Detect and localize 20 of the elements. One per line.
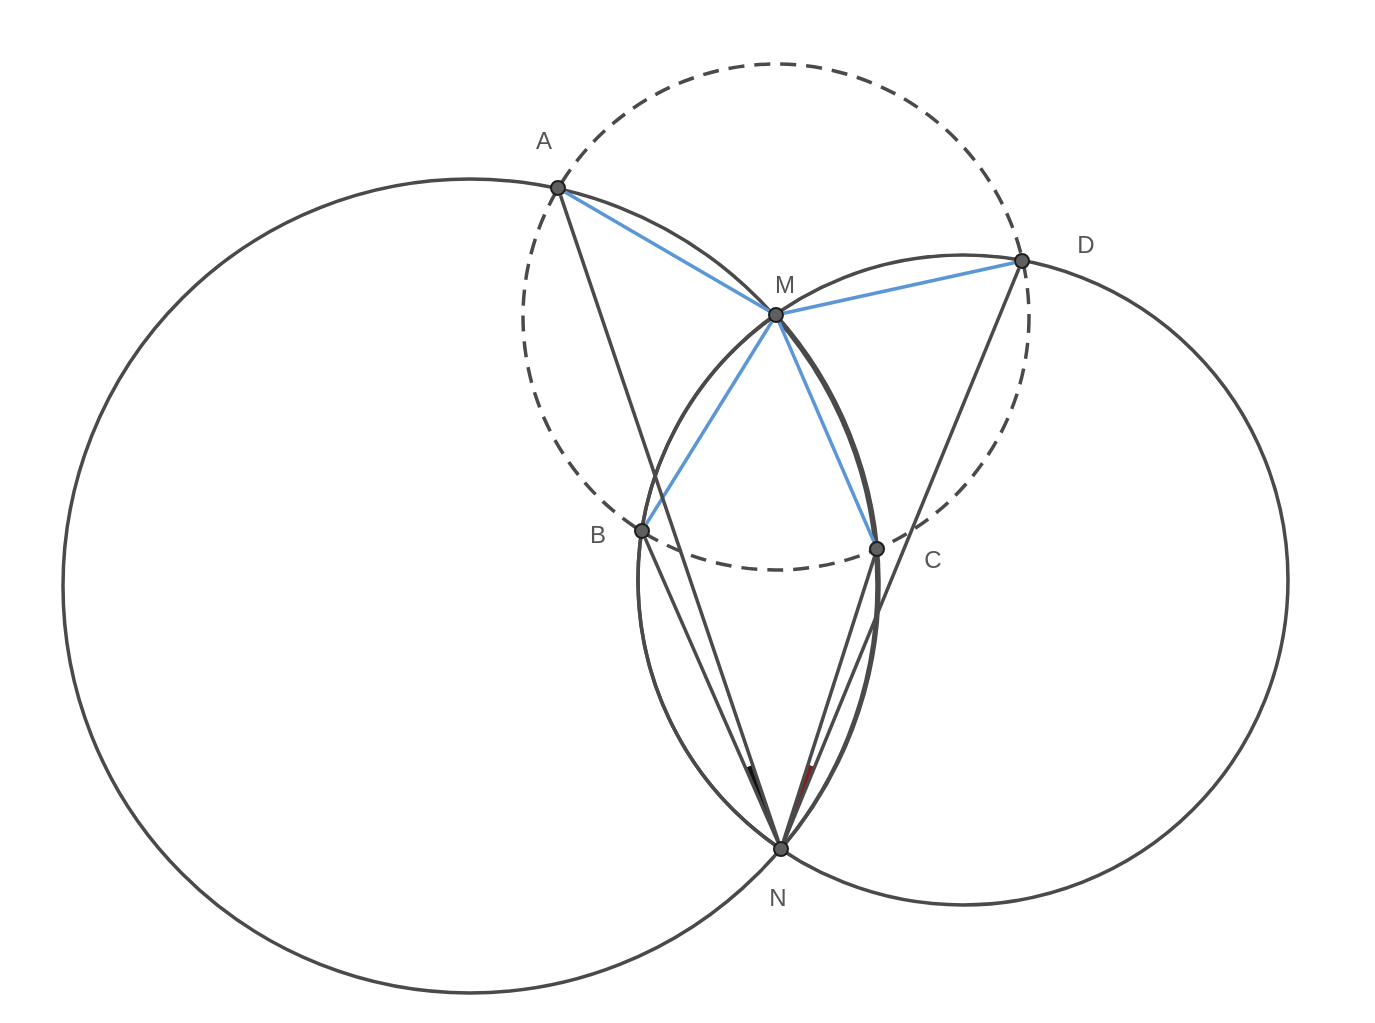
point-label: D: [1077, 233, 1095, 257]
point: [773, 841, 789, 857]
point-label: N: [769, 886, 787, 910]
line-segment: [644, 320, 774, 526]
point: [869, 541, 885, 557]
point-label: M: [775, 273, 795, 297]
point-label: B: [590, 523, 606, 547]
point-label: C: [924, 548, 942, 572]
point: [1014, 253, 1030, 269]
point-label: A: [536, 129, 552, 153]
point: [550, 180, 566, 196]
line-segment: [643, 537, 780, 843]
line-segment: [782, 267, 1021, 843]
point: [768, 307, 784, 323]
line-segment: [564, 190, 770, 313]
line-segment: [781, 556, 877, 842]
point: [634, 523, 650, 539]
line-segment: [777, 321, 876, 543]
line-segment: [783, 261, 1015, 315]
line-segment: [558, 195, 781, 842]
